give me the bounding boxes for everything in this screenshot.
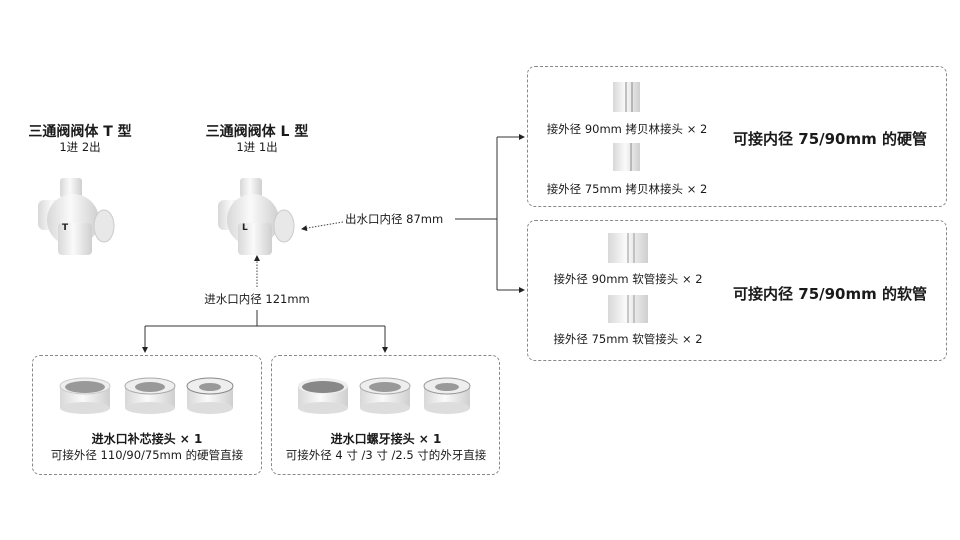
svg-text:L: L — [242, 223, 248, 233]
valve-t-title: 三通阀阀体 T 型 — [28, 124, 132, 140]
valve-l-title: 三通阀阀体 L 型 — [205, 124, 309, 140]
soft-fitting-90-image — [608, 233, 648, 263]
thread-ring-2-5 — [423, 377, 471, 414]
thread-ring-3 — [359, 377, 411, 414]
svg-text:T: T — [62, 223, 69, 233]
outlet-arrow — [301, 221, 344, 232]
valve-t-image: T — [38, 178, 115, 255]
soft-pipe-box — [527, 220, 947, 361]
hard-pipe-summary: 可接内径 75/90mm 的硬管 — [733, 130, 927, 148]
valve-t-subtitle: 1进 2出 — [59, 140, 101, 154]
outlet-label: 出水口内径 87mm — [345, 212, 444, 226]
valve-l-image: L — [218, 178, 295, 255]
core-ring-110 — [59, 377, 111, 414]
hard-pipe-box — [527, 66, 947, 207]
hard-item-90: 接外径 90mm 拷贝林接头 × 2 — [546, 122, 708, 136]
core-ring-75 — [186, 377, 234, 414]
hard-fitting-75-image — [613, 143, 640, 171]
inlet-label: 进水口内径 121mm — [204, 292, 310, 306]
inlet-core-box — [32, 355, 262, 475]
inlet-core-desc: 可接外径 110/90/75mm 的硬管直接 — [50, 448, 244, 462]
hard-item-75: 接外径 75mm 拷贝林接头 × 2 — [546, 182, 708, 196]
core-ring-90 — [124, 377, 176, 414]
valve-l-subtitle: 1进 1出 — [236, 140, 278, 154]
soft-fitting-75-image — [608, 295, 648, 323]
inlet-thread-desc: 可接外径 4 寸 /3 寸 /2.5 寸的外牙直接 — [285, 448, 487, 462]
inlet-thread-box — [271, 355, 500, 475]
thread-ring-4 — [298, 378, 348, 414]
soft-item-75: 接外径 75mm 软管接头 × 2 — [553, 332, 703, 346]
soft-pipe-summary: 可接内径 75/90mm 的软管 — [733, 285, 927, 303]
inlet-thread-title: 进水口螺牙接头 × 1 — [330, 432, 442, 446]
hard-fitting-90-image — [613, 82, 640, 112]
inlet-core-title: 进水口补芯接头 × 1 — [91, 432, 203, 446]
soft-item-90: 接外径 90mm 软管接头 × 2 — [553, 272, 703, 286]
